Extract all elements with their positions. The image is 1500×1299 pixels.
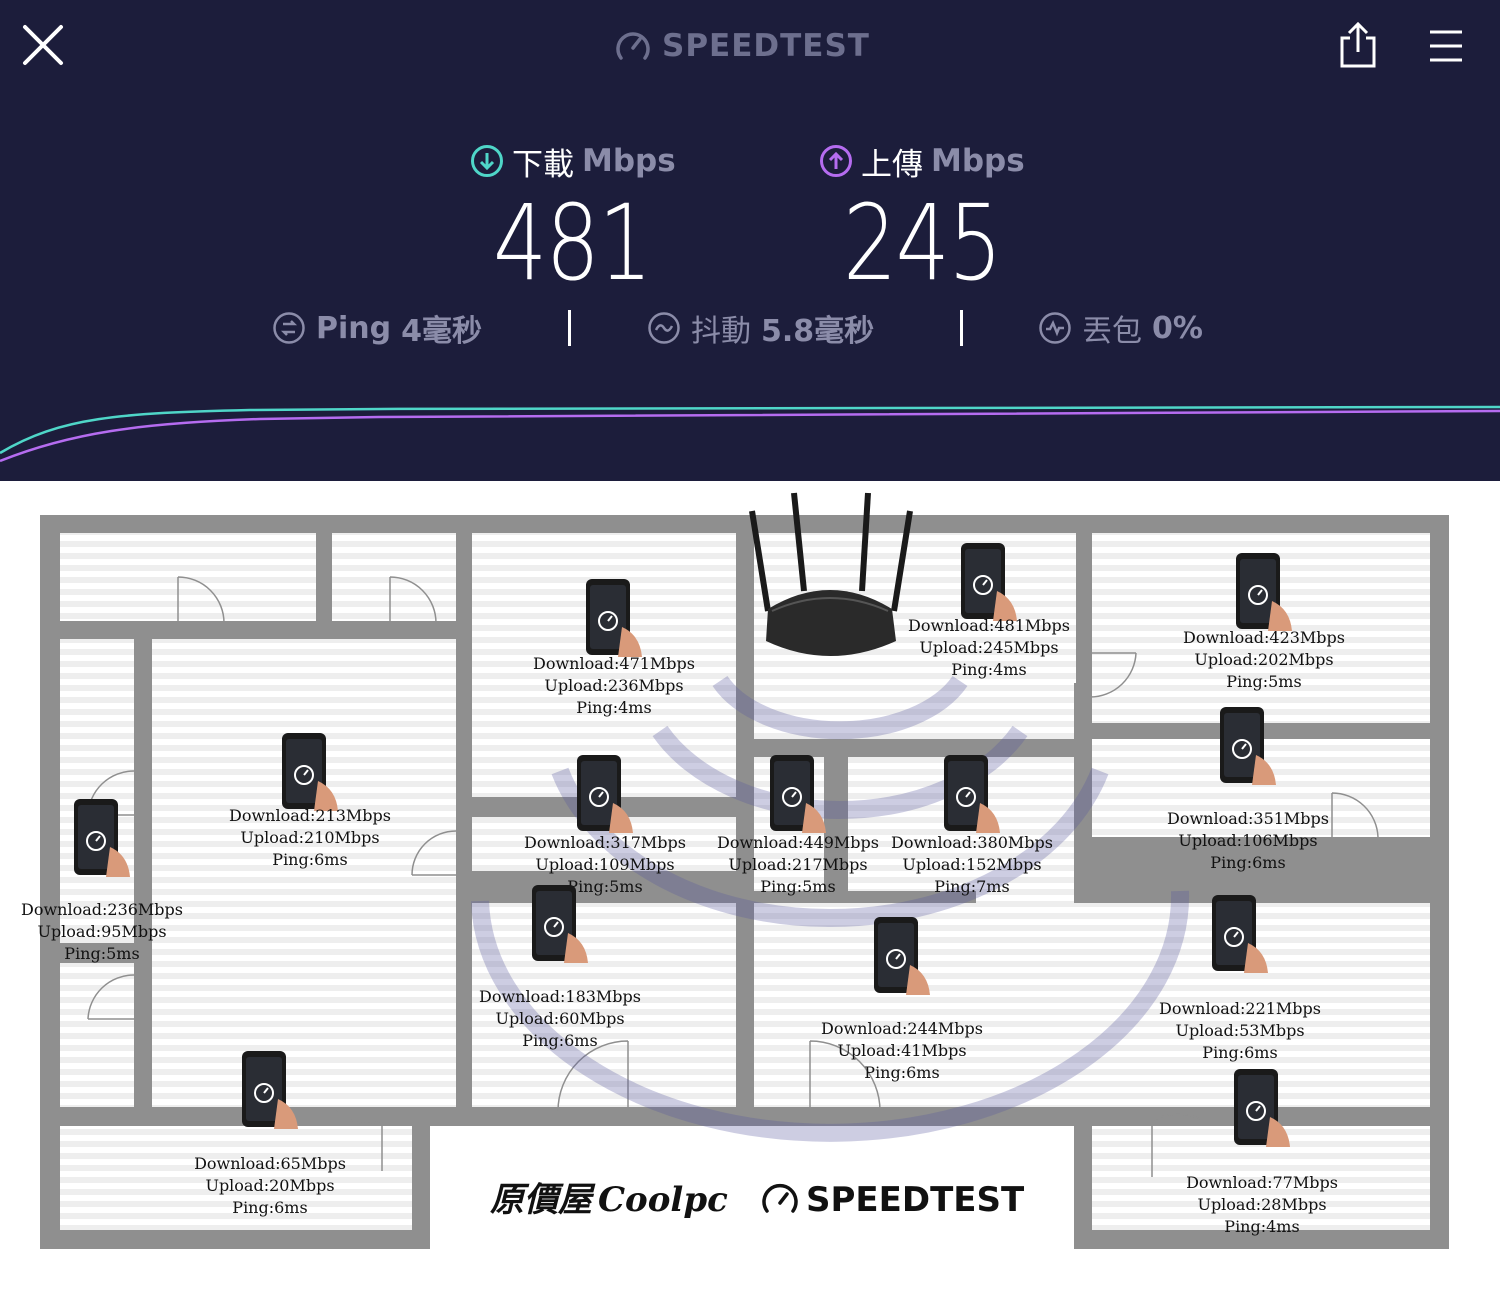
router-icon bbox=[749, 492, 913, 656]
reading-download: Download:213Mbps bbox=[229, 806, 391, 825]
jitter-label: 抖動 bbox=[691, 314, 751, 349]
reading-ping: Ping:5ms bbox=[760, 877, 835, 896]
packet-loss-value: 0% bbox=[1152, 310, 1203, 346]
reading-ping: Ping:4ms bbox=[1224, 1217, 1299, 1236]
reading-download: Download:317Mbps bbox=[524, 833, 686, 852]
jitter-icon bbox=[648, 312, 680, 344]
app-brand: SPEEDTEST bbox=[614, 26, 870, 66]
reading-ping: Ping:4ms bbox=[951, 660, 1026, 679]
close-icon bbox=[23, 25, 63, 65]
reading-upload: Upload:152Mbps bbox=[902, 855, 1041, 874]
speed-graph bbox=[0, 405, 1500, 463]
close-button[interactable] bbox=[20, 22, 66, 68]
packet-loss-label: 丟包 bbox=[1082, 314, 1142, 349]
app-title: SPEEDTEST bbox=[662, 28, 870, 64]
reading-download: Download:221Mbps bbox=[1159, 999, 1321, 1018]
reading-ping: Ping:6ms bbox=[1202, 1043, 1277, 1062]
share-icon bbox=[1340, 21, 1376, 68]
reading-download: Download:77Mbps bbox=[1186, 1173, 1338, 1192]
speedtest-logo-icon bbox=[762, 1183, 798, 1213]
ping-icon bbox=[273, 312, 305, 344]
ping-stat: Ping 4毫秒 bbox=[272, 306, 482, 350]
reading-ping: Ping:4ms bbox=[576, 698, 651, 717]
download-unit: Mbps bbox=[582, 143, 676, 179]
reading-ping: Ping:7ms bbox=[934, 877, 1009, 896]
reading-download: Download:449Mbps bbox=[717, 833, 879, 852]
upload-arrow-icon bbox=[820, 145, 852, 177]
reading-upload: Upload:41Mbps bbox=[837, 1041, 966, 1060]
reading-ping: Ping:6ms bbox=[864, 1063, 939, 1082]
coolpc-logo-text: 原價屋 bbox=[490, 1180, 596, 1220]
reading-download: Download:244Mbps bbox=[821, 1019, 983, 1038]
stat-divider bbox=[960, 310, 963, 346]
ping-value: 4毫秒 bbox=[401, 314, 482, 349]
menu-button[interactable] bbox=[1426, 26, 1466, 66]
upload-header: 上傳 Mbps bbox=[819, 138, 1025, 184]
reading-ping: Ping:6ms bbox=[232, 1198, 307, 1217]
reading-ping: Ping:5ms bbox=[64, 944, 139, 963]
reading-upload: Upload:28Mbps bbox=[1197, 1195, 1326, 1214]
reading-download: Download:65Mbps bbox=[194, 1154, 346, 1173]
upload-label: 上傳 bbox=[861, 146, 923, 183]
reading-upload: Upload:236Mbps bbox=[544, 676, 683, 695]
download-header: 下載 Mbps bbox=[470, 138, 676, 184]
reading-upload: Upload:60Mbps bbox=[495, 1009, 624, 1028]
reading-upload: Upload:20Mbps bbox=[205, 1176, 334, 1195]
reading-upload: Upload:109Mbps bbox=[535, 855, 674, 874]
reading-ping: Ping:6ms bbox=[522, 1031, 597, 1050]
jitter-stat: 抖動 5.8毫秒 bbox=[647, 306, 874, 350]
jitter-value: 5.8毫秒 bbox=[761, 314, 875, 349]
reading-download: Download:236Mbps bbox=[21, 900, 183, 919]
speedometer-icon bbox=[616, 32, 650, 60]
reading-ping: Ping:5ms bbox=[567, 877, 642, 896]
speed-readings: Download:471MbpsUpload:236MbpsPing:4msDo… bbox=[21, 542, 1345, 1236]
reading-upload: Upload:217Mbps bbox=[728, 855, 867, 874]
download-arrow-icon bbox=[471, 145, 503, 177]
stat-divider bbox=[568, 310, 571, 346]
reading-ping: Ping:6ms bbox=[1210, 853, 1285, 872]
coolpc-logo-brand: Coolpc bbox=[598, 1180, 728, 1220]
upload-speed-curve bbox=[0, 409, 1500, 463]
reading-download: Download:471Mbps bbox=[533, 654, 695, 673]
hamburger-menu-icon bbox=[1430, 30, 1462, 62]
reading-download: Download:183Mbps bbox=[479, 987, 641, 1006]
reading-download: Download:423Mbps bbox=[1183, 628, 1345, 647]
reading-upload: Upload:106Mbps bbox=[1178, 831, 1317, 850]
reading-upload: Upload:95Mbps bbox=[37, 922, 166, 941]
share-button[interactable] bbox=[1336, 20, 1380, 70]
ping-label: Ping bbox=[316, 310, 392, 346]
packet-loss-stat: 丟包 0% bbox=[1038, 306, 1203, 350]
reading-ping: Ping:6ms bbox=[272, 850, 347, 869]
rooms bbox=[60, 533, 1430, 1230]
upload-value: 245 bbox=[843, 182, 1003, 304]
reading-ping: Ping:5ms bbox=[1226, 672, 1301, 691]
reading-download: Download:351Mbps bbox=[1167, 809, 1329, 828]
download-value: 481 bbox=[493, 182, 653, 304]
speedtest-result-panel: SPEEDTEST 下載 Mbps 481 上傳 bbox=[0, 0, 1500, 481]
brand-area bbox=[430, 1126, 1074, 1296]
reading-upload: Upload:53Mbps bbox=[1175, 1021, 1304, 1040]
reading-upload: Upload:202Mbps bbox=[1194, 650, 1333, 669]
reading-upload: Upload:210Mbps bbox=[240, 828, 379, 847]
floor-plan: Download:471MbpsUpload:236MbpsPing:4msDo… bbox=[21, 492, 1449, 1296]
packet-loss-icon bbox=[1039, 312, 1071, 344]
reading-download: Download:380Mbps bbox=[891, 833, 1053, 852]
reading-download: Download:481Mbps bbox=[908, 616, 1070, 635]
download-label: 下載 bbox=[512, 146, 574, 183]
speedtest-logo-text: SPEEDTEST bbox=[806, 1180, 1025, 1220]
upload-unit: Mbps bbox=[931, 143, 1025, 179]
reading-upload: Upload:245Mbps bbox=[919, 638, 1058, 657]
download-speed-curve bbox=[0, 405, 1500, 455]
